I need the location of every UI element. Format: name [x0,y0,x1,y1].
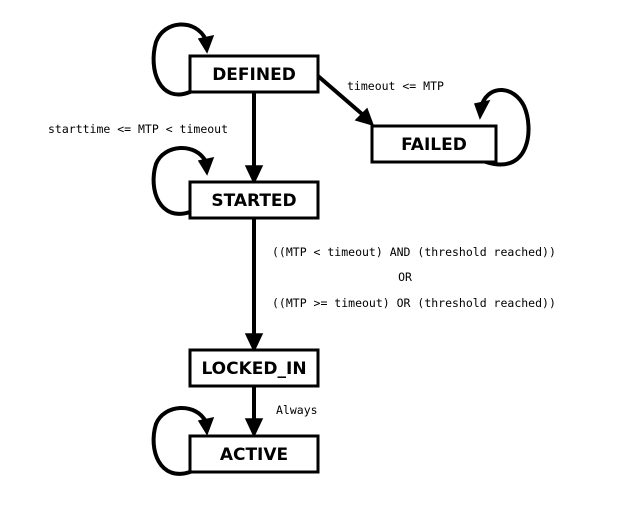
state-failed: FAILED [370,124,498,164]
self-loop-failed-arrowhead [474,99,491,120]
edge-defined-to-failed-arrowhead [354,107,375,127]
self-loop-started [151,146,208,216]
edge-defined-to-failed [316,74,364,116]
self-loop-failed [480,88,531,167]
label-started-to-locked-in-line1: ((MTP < timeout) AND (threshold reached)… [272,245,556,259]
self-loop-active-arrowhead [197,416,215,436]
state-locked-in: LOCKED_IN [188,348,320,388]
edge-locked-in-to-active-arrowhead [244,418,264,438]
label-defined-to-started: starttime <= MTP < timeout [48,122,228,136]
state-label-locked-in: LOCKED_IN [201,359,306,379]
label-started-to-locked-in-line2: OR [398,270,412,284]
label-locked-in-to-active: Always [276,403,318,417]
state-label-failed: FAILED [401,135,467,155]
label-defined-to-failed: timeout <= MTP [347,79,444,93]
edge-started-to-locked-in-arrowhead [244,333,264,353]
self-loop-defined [151,22,208,97]
state-started: STARTED [188,180,320,220]
self-loop-active [151,406,208,476]
state-label-defined: DEFINED [212,65,296,85]
state-active: ACTIVE [188,434,320,474]
self-loop-started-arrowhead [197,156,215,176]
state-label-started: STARTED [211,191,296,211]
label-started-to-locked-in-line3: ((MTP >= timeout) OR (threshold reached)… [272,296,556,310]
self-loop-defined-arrowhead [197,34,215,54]
state-defined: DEFINED [188,54,320,94]
state-label-active: ACTIVE [220,445,288,465]
edge-defined-to-started-arrowhead [244,165,264,185]
